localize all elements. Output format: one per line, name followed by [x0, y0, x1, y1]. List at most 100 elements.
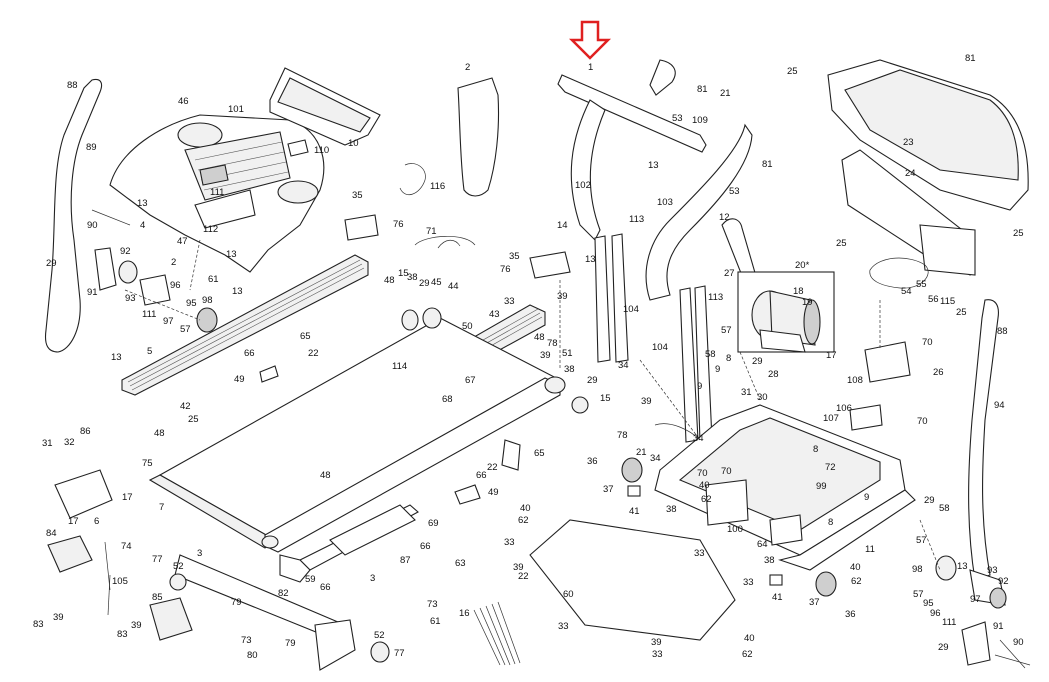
callout: 27 — [724, 268, 735, 279]
callout: 39 — [131, 620, 142, 631]
callout: 65 — [534, 448, 545, 459]
callout: 29 — [924, 495, 935, 506]
callout: 48 — [384, 275, 395, 286]
callout: 83 — [117, 629, 128, 640]
callout: 40 — [520, 503, 531, 514]
callout: 77 — [394, 648, 405, 659]
callout: 76 — [393, 219, 404, 230]
callout: 57 — [721, 325, 732, 336]
callout: 78 — [547, 338, 558, 349]
callout: 38 — [666, 504, 677, 515]
callout: 31 — [42, 438, 53, 449]
callout: 98 — [202, 295, 213, 306]
callout: 99 — [816, 481, 827, 492]
callout: 79 — [231, 597, 242, 608]
callout: 58 — [939, 503, 950, 514]
callout: 2 — [465, 62, 470, 73]
callout: 107 — [823, 413, 839, 424]
callout: 100 — [727, 524, 743, 535]
part-2-strap — [457, 77, 500, 197]
callout: 21 — [636, 447, 647, 458]
callout: 53 — [729, 186, 740, 197]
callout: 18 — [793, 286, 804, 297]
callout: 113 — [708, 292, 723, 303]
left-wheel-assembly — [47, 247, 390, 671]
callout: 36 — [845, 609, 856, 620]
callout: 70 — [922, 337, 933, 348]
callout: 39 — [513, 562, 524, 573]
callout: 51 — [562, 348, 573, 359]
callout: 57 — [916, 535, 927, 546]
callout: 52 — [173, 561, 184, 572]
callout: 81 — [697, 84, 708, 95]
callout: 96 — [170, 280, 181, 291]
callout: 47 — [177, 236, 188, 247]
callout: 13 — [226, 249, 237, 260]
callout: 61 — [430, 616, 441, 627]
callout: 106 — [836, 403, 852, 414]
callout: 40 — [699, 480, 710, 491]
callout: 39 — [651, 637, 662, 648]
callout: 93 — [125, 293, 136, 304]
callout: 13 — [648, 160, 659, 171]
hardware-bits — [91, 209, 1026, 669]
callout: 42 — [180, 401, 191, 412]
callout: 90 — [1013, 637, 1024, 648]
frame-base-left — [279, 504, 419, 583]
callout: 14 — [557, 220, 568, 231]
callout: 66 — [420, 541, 431, 552]
callout: 79 — [285, 638, 296, 649]
callout: 62 — [742, 649, 753, 660]
callout: 45 — [431, 277, 442, 288]
callout: 77 — [152, 554, 163, 565]
callout: 54 — [901, 286, 912, 297]
callout: 112 — [203, 224, 218, 235]
callout: 25 — [836, 238, 847, 249]
base-plate-60 — [529, 519, 736, 641]
callout: 33 — [504, 296, 515, 307]
callout: 17 — [68, 516, 79, 527]
callout: 40 — [744, 633, 755, 644]
callout: 29 — [587, 375, 598, 386]
callout: 33 — [558, 621, 569, 632]
callout: 95 — [186, 298, 197, 309]
callout: 9 — [864, 492, 869, 503]
callout: 53 — [672, 113, 683, 124]
callout: 89 — [86, 142, 97, 153]
callout: 48 — [154, 428, 165, 439]
callout: 24 — [905, 168, 916, 179]
callout: 102 — [575, 180, 591, 191]
console-assembly — [109, 67, 381, 273]
callout: 39 — [641, 396, 652, 407]
callout: 7 — [159, 502, 164, 513]
callout: 76 — [500, 264, 511, 275]
callout: 33 — [743, 577, 754, 588]
callout: 21 — [720, 88, 731, 99]
callout: 85 — [152, 592, 163, 603]
callout: 110 — [314, 145, 329, 156]
callout: 33 — [694, 548, 705, 559]
callout: 46 — [178, 96, 189, 107]
callout: 11 — [865, 544, 875, 555]
callout: 29 — [752, 356, 763, 367]
callout: 73 — [427, 599, 438, 610]
walking-deck — [148, 317, 566, 553]
callout: 61 — [208, 274, 219, 285]
callout: 13 — [232, 286, 243, 297]
callout: 41 — [772, 592, 783, 603]
callout: 57 — [913, 589, 924, 600]
callout: 34 — [693, 433, 704, 444]
callout: 81 — [965, 53, 976, 64]
callout: 48 — [534, 332, 545, 343]
callout: 39 — [540, 350, 551, 361]
part-116-cable — [399, 163, 426, 196]
callout: 25 — [188, 414, 199, 425]
callout: 34 — [618, 360, 629, 371]
callout: 73 — [241, 635, 252, 646]
callout: 9 — [697, 381, 702, 392]
callout: 116 — [430, 181, 445, 192]
callout: 62 — [701, 494, 712, 505]
callout: 8 — [726, 353, 731, 364]
callout: 29 — [46, 258, 57, 269]
